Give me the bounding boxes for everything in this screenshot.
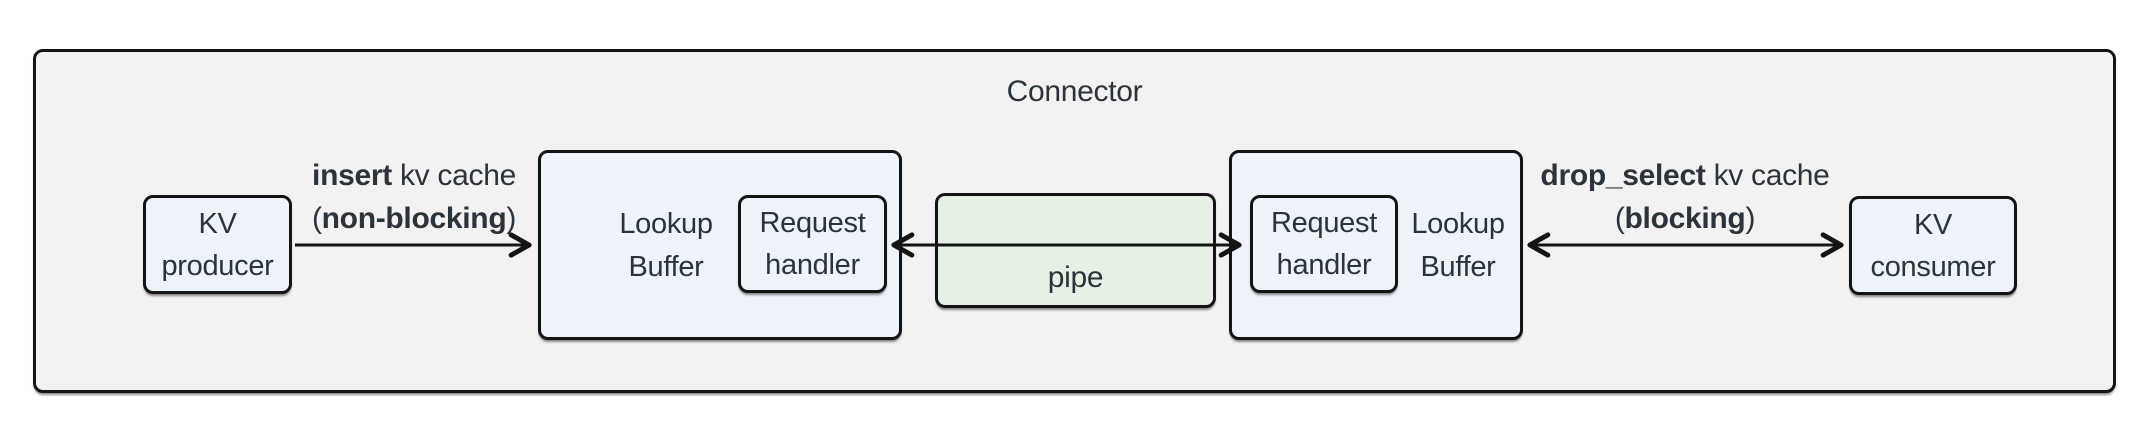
drop-select-edge-label-line1: drop_select kv cache — [1505, 154, 1865, 197]
insert-paren-open: ( — [311, 202, 322, 235]
lookup-buffer-left-line2: Buffer — [628, 251, 704, 283]
pipe-label: pipe — [1047, 261, 1104, 294]
drop-select-edge-label: drop_select kv cache (blocking) — [1505, 154, 1865, 240]
kv-producer-label-line1: KV — [198, 207, 237, 240]
kv-producer-label-line2: producer — [161, 249, 274, 282]
connector-title: Connector — [1006, 75, 1143, 108]
non-blocking-keyword: non-blocking — [321, 202, 507, 235]
lookup-buffer-right-label: Lookup Buffer — [1348, 203, 1568, 289]
blocking-paren-close: ) — [1745, 202, 1756, 235]
insert-edge-label-line2: (non-blocking) — [249, 197, 579, 240]
drop-select-keyword: drop_select — [1540, 159, 1706, 192]
pipe-node: pipe — [935, 193, 1216, 308]
request-handler-left-line2: handler — [765, 249, 860, 281]
kv-consumer-label-line1: KV — [1913, 208, 1953, 241]
blocking-keyword: blocking — [1624, 202, 1746, 235]
kv-consumer-node: KV consumer — [1849, 196, 2017, 295]
request-handler-left-node: Request handler — [738, 195, 887, 293]
insert-edge-label-line1: insert kv cache — [249, 154, 579, 197]
request-handler-right-node: Request handler — [1250, 195, 1398, 293]
drop-select-edge-label-line2: (blocking) — [1505, 197, 1865, 240]
request-handler-left-line1: Request — [759, 207, 866, 239]
request-handler-right-line2: handler — [1276, 249, 1372, 281]
kv-producer-node: KV producer — [143, 195, 292, 294]
drop-select-label-rest: kv cache — [1705, 159, 1830, 192]
request-handler-right-line1: Request — [1271, 207, 1377, 239]
kv-consumer-label-line2: consumer — [1870, 250, 1996, 283]
lookup-buffer-left-line1: Lookup — [619, 208, 713, 240]
lookup-buffer-right-line2: Buffer — [1420, 251, 1496, 283]
insert-keyword: insert — [312, 159, 392, 192]
lookup-buffer-left-label: Lookup Buffer — [556, 203, 776, 289]
insert-label-rest: kv cache — [391, 159, 516, 192]
lookup-buffer-right-line1: Lookup — [1411, 208, 1505, 240]
blocking-paren-open: ( — [1614, 202, 1625, 235]
insert-paren-close: ) — [506, 202, 517, 235]
insert-edge-label: insert kv cache (non-blocking) — [249, 154, 579, 240]
